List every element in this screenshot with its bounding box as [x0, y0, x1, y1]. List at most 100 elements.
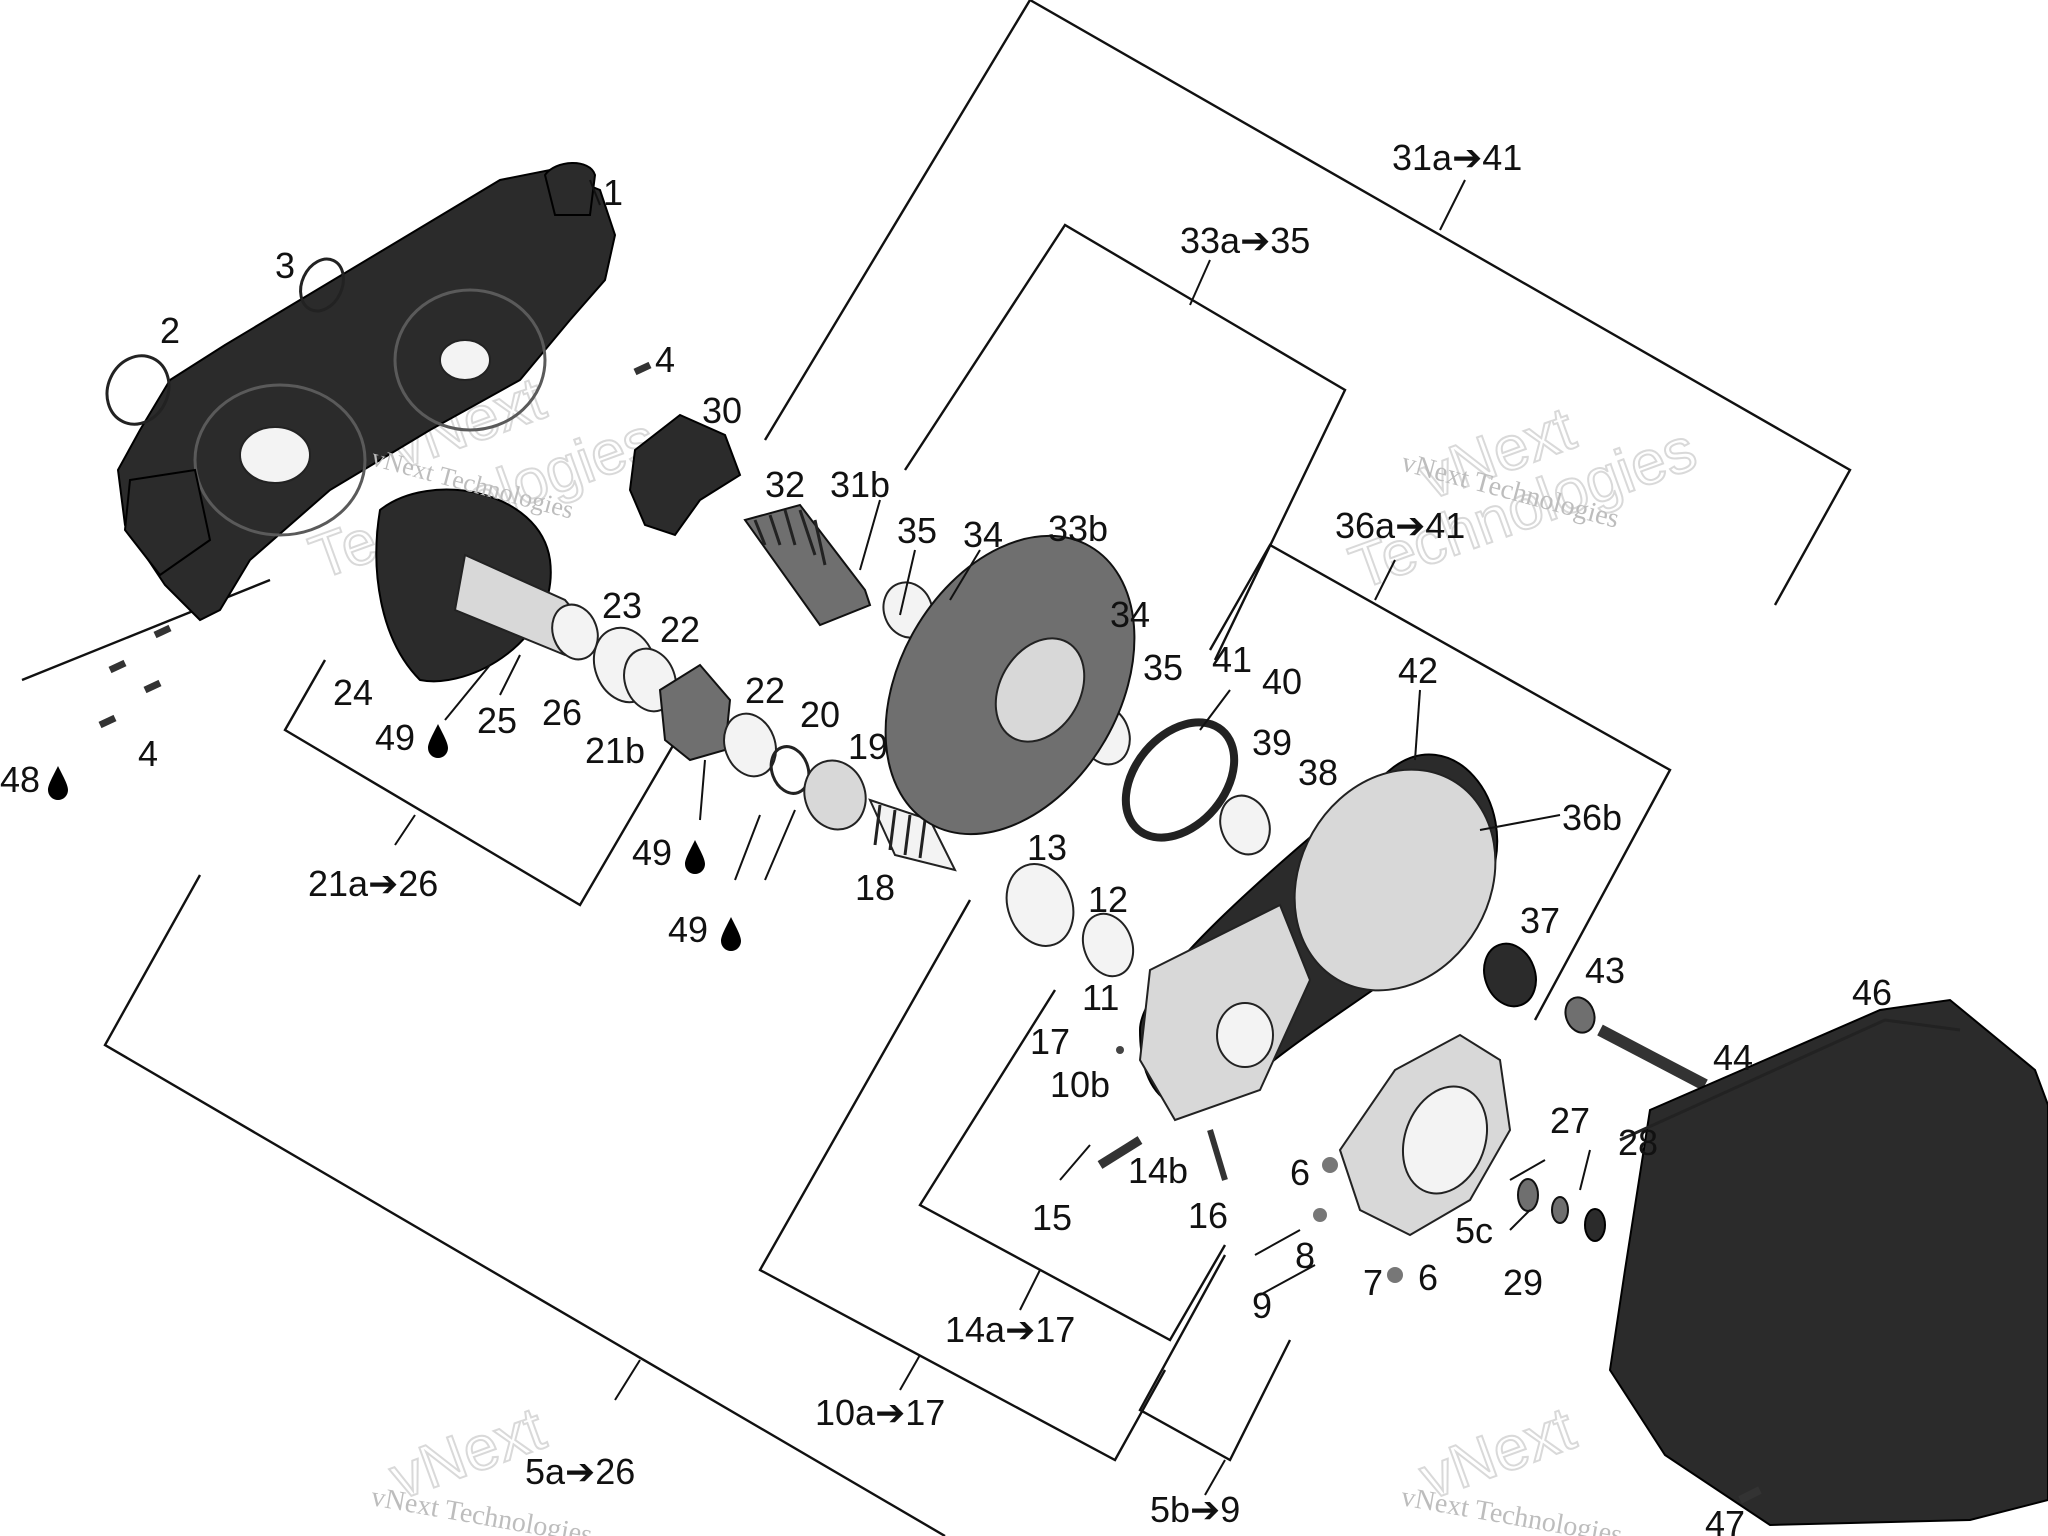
callout-30: 30 [702, 390, 742, 431]
oil-drop-icons [48, 724, 741, 951]
callout-35-mid: 35 [1143, 647, 1183, 688]
spring-32 [743, 503, 872, 627]
oil-drop-icon [48, 766, 68, 800]
callout-33b: 33b [1048, 508, 1108, 549]
callout-49-a: 49 [375, 717, 415, 758]
frame-5b-9 [1138, 1254, 1292, 1462]
callout-24: 24 [333, 672, 373, 713]
washer-22b [723, 712, 777, 778]
oil-drop-icon [685, 840, 705, 874]
bearing-37 [1483, 942, 1537, 1008]
callout-10b: 10b [1050, 1064, 1110, 1105]
callout-27: 27 [1550, 1100, 1590, 1141]
label-21a-26: 21a➔26 [308, 863, 438, 904]
washer-27 [1517, 1178, 1539, 1212]
callout-38: 38 [1298, 752, 1338, 793]
frame-14a-17 [918, 989, 1227, 1342]
frame-10a-17 [758, 899, 1167, 1462]
callout-46: 46 [1852, 972, 1892, 1013]
callout-22-mid: 22 [745, 670, 785, 711]
washer-28 [1584, 1208, 1606, 1242]
label-5a-26: 5a➔26 [525, 1451, 635, 1492]
bushing-38 [1219, 794, 1271, 856]
oil-drop-icon [428, 724, 448, 758]
inner-cover-housing [116, 162, 617, 622]
callout-21b: 21b [585, 730, 645, 771]
callout-15: 15 [1032, 1197, 1072, 1238]
callout-22-top: 22 [660, 609, 700, 650]
label-10a-17: 10a➔17 [815, 1392, 945, 1433]
callout-11: 11 [1082, 977, 1119, 1018]
callout-26: 26 [542, 692, 582, 733]
callout-14b: 14b [1128, 1150, 1188, 1191]
driven-pulley-and-belt [1138, 753, 1499, 1122]
small-parts-14-17 [1097, 1046, 1403, 1283]
callout-49-b: 49 [632, 832, 672, 873]
callout-41: 41 [1212, 639, 1252, 680]
callout-34-mid: 34 [1110, 594, 1150, 635]
callout-32: 32 [765, 464, 805, 505]
washer-43 [1564, 996, 1596, 1034]
frame-31a-41 [763, 0, 1852, 606]
callout-43: 43 [1585, 950, 1625, 991]
outer-cover-46 [1608, 998, 2048, 1527]
bolt-44 [1597, 1024, 1708, 1091]
spring-18 [868, 798, 957, 872]
frame-5a-26 [103, 874, 946, 1536]
bolt-47 [1738, 1486, 1762, 1504]
sleeve-12 [1081, 912, 1135, 978]
callout-39: 39 [1252, 722, 1292, 763]
callout-3: 3 [275, 245, 295, 286]
assembly-frames [21, 0, 1852, 1536]
callout-8: 8 [1295, 1235, 1315, 1276]
spider-cam-assembly [1338, 1033, 1512, 1237]
callout-18: 18 [855, 867, 895, 908]
callout-1: 1 [603, 172, 623, 213]
label-5b-9: 5b➔9 [1150, 1489, 1240, 1530]
callout-42: 42 [1398, 650, 1438, 691]
callout-40: 40 [1262, 661, 1302, 702]
ring-40 [1121, 718, 1239, 842]
callout-4-top: 4 [655, 339, 675, 380]
callout-2: 2 [160, 310, 180, 351]
callout-48: 48 [0, 759, 40, 800]
frame-33a-35 [903, 223, 1347, 661]
part-callouts: 1 2 3 4 4 48 30 32 31b 35 34 33b 34 35 4… [0, 172, 1892, 1536]
label-33a-35: 33a➔35 [1180, 220, 1310, 261]
callout-23: 23 [602, 585, 642, 626]
callout-31b: 31b [830, 464, 890, 505]
o-ring-20 [769, 745, 811, 795]
label-36a-41: 36a➔41 [1335, 505, 1465, 546]
sliding-sheave-33b [884, 534, 1136, 836]
callout-leaders [444, 179, 1591, 1296]
callout-49-c: 49 [668, 909, 708, 950]
watermark-company-4: vNext Technologies [1399, 1481, 1625, 1536]
actuator-30 [628, 413, 742, 537]
callout-6-top: 6 [1290, 1152, 1310, 1193]
callout-34-top: 34 [963, 514, 1003, 555]
callout-5c: 5c [1455, 1210, 1493, 1251]
callout-36b: 36b [1562, 797, 1622, 838]
callout-29: 29 [1503, 1262, 1543, 1303]
ring-19 [803, 759, 867, 831]
o-ring-3 [299, 257, 345, 313]
callout-16: 16 [1188, 1195, 1228, 1236]
washer-29 [1551, 1196, 1569, 1224]
label-31a-41: 31a➔41 [1392, 137, 1522, 178]
callout-17: 17 [1030, 1021, 1070, 1062]
callout-44: 44 [1713, 1037, 1753, 1078]
callout-35-top: 35 [897, 510, 937, 551]
oil-drop-icon [721, 917, 741, 951]
bolt-group-bracket [21, 578, 271, 682]
callout-28: 28 [1618, 1122, 1658, 1163]
frame-21a-26 [283, 659, 687, 907]
callout-20: 20 [800, 694, 840, 735]
callout-6-bottom: 6 [1418, 1257, 1438, 1298]
callout-9: 9 [1252, 1285, 1272, 1326]
drive-pulley-fixed-sheave [375, 488, 599, 683]
o-ring-2 [105, 354, 171, 426]
callout-19: 19 [848, 726, 888, 767]
assembly-labels: 31a➔41 33a➔35 36a➔41 21a➔26 5a➔26 10a➔17… [308, 137, 1522, 1530]
label-14a-17: 14a➔17 [945, 1309, 1075, 1350]
